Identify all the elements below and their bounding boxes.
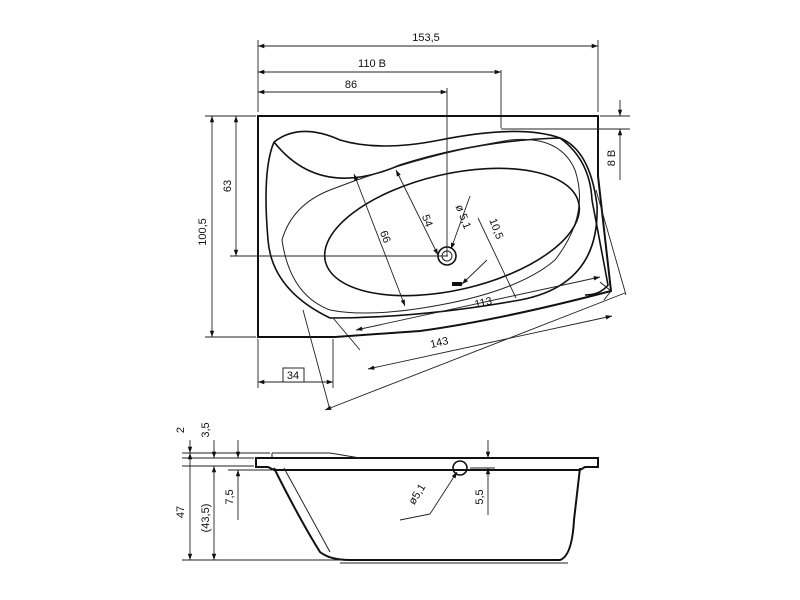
label-width-b: 110 B xyxy=(358,58,386,70)
label-width-total: 153,5 xyxy=(412,32,440,44)
dim-inner-width xyxy=(353,173,406,307)
label-outer-length: 143 xyxy=(429,335,450,351)
label-drain-dia: ø 5,1 xyxy=(453,203,473,231)
overflow-outer xyxy=(452,460,468,476)
label-inner-width: 66 xyxy=(377,229,393,245)
label-height-drain: 63 xyxy=(222,180,234,192)
label-inner-length: 113 xyxy=(473,295,493,311)
dim-drain-dia xyxy=(450,195,471,250)
overflow-mark xyxy=(452,282,462,286)
label-box-34 xyxy=(282,367,305,383)
side-rim-top xyxy=(272,452,361,459)
dim-inner-depth xyxy=(395,169,439,256)
top-view: 153,5 110 B 86 8 B 100,5 63 34 66 5 xyxy=(197,32,630,411)
side-view: ø5,1 5,5 2 3,5 7,5 47 (43,5) xyxy=(175,422,599,564)
side-body xyxy=(273,467,581,561)
corner-notch xyxy=(599,281,612,301)
label-inner-height: (43,5) xyxy=(200,504,212,533)
tub-inner-lip xyxy=(273,130,609,296)
basin-wall xyxy=(281,138,580,314)
dim-outer-length-inner xyxy=(367,315,613,370)
side-rim xyxy=(255,457,599,471)
label-rim-step: 3,5 xyxy=(200,422,212,437)
basin-floor xyxy=(323,167,581,297)
label-bottom-offset: 34 xyxy=(287,370,299,382)
label-overflow-drop: 5,5 xyxy=(474,489,486,504)
label-overflow-height: 7,5 xyxy=(224,489,236,504)
label-total-height: 47 xyxy=(175,506,187,518)
label-width-drain: 86 xyxy=(345,79,357,91)
label-rim-top: 2 xyxy=(175,427,187,433)
dim-outer-length xyxy=(324,292,626,411)
dim-overflow-dia xyxy=(429,471,458,515)
label-overflow-offset: 10,5 xyxy=(486,217,505,241)
label-offset-b: 8 B xyxy=(606,150,618,167)
label-overflow-dia: ø5,1 xyxy=(407,482,429,507)
label-height-total: 100,5 xyxy=(197,218,209,246)
basin-outer xyxy=(265,137,598,319)
label-inner-depth: 54 xyxy=(419,213,435,229)
